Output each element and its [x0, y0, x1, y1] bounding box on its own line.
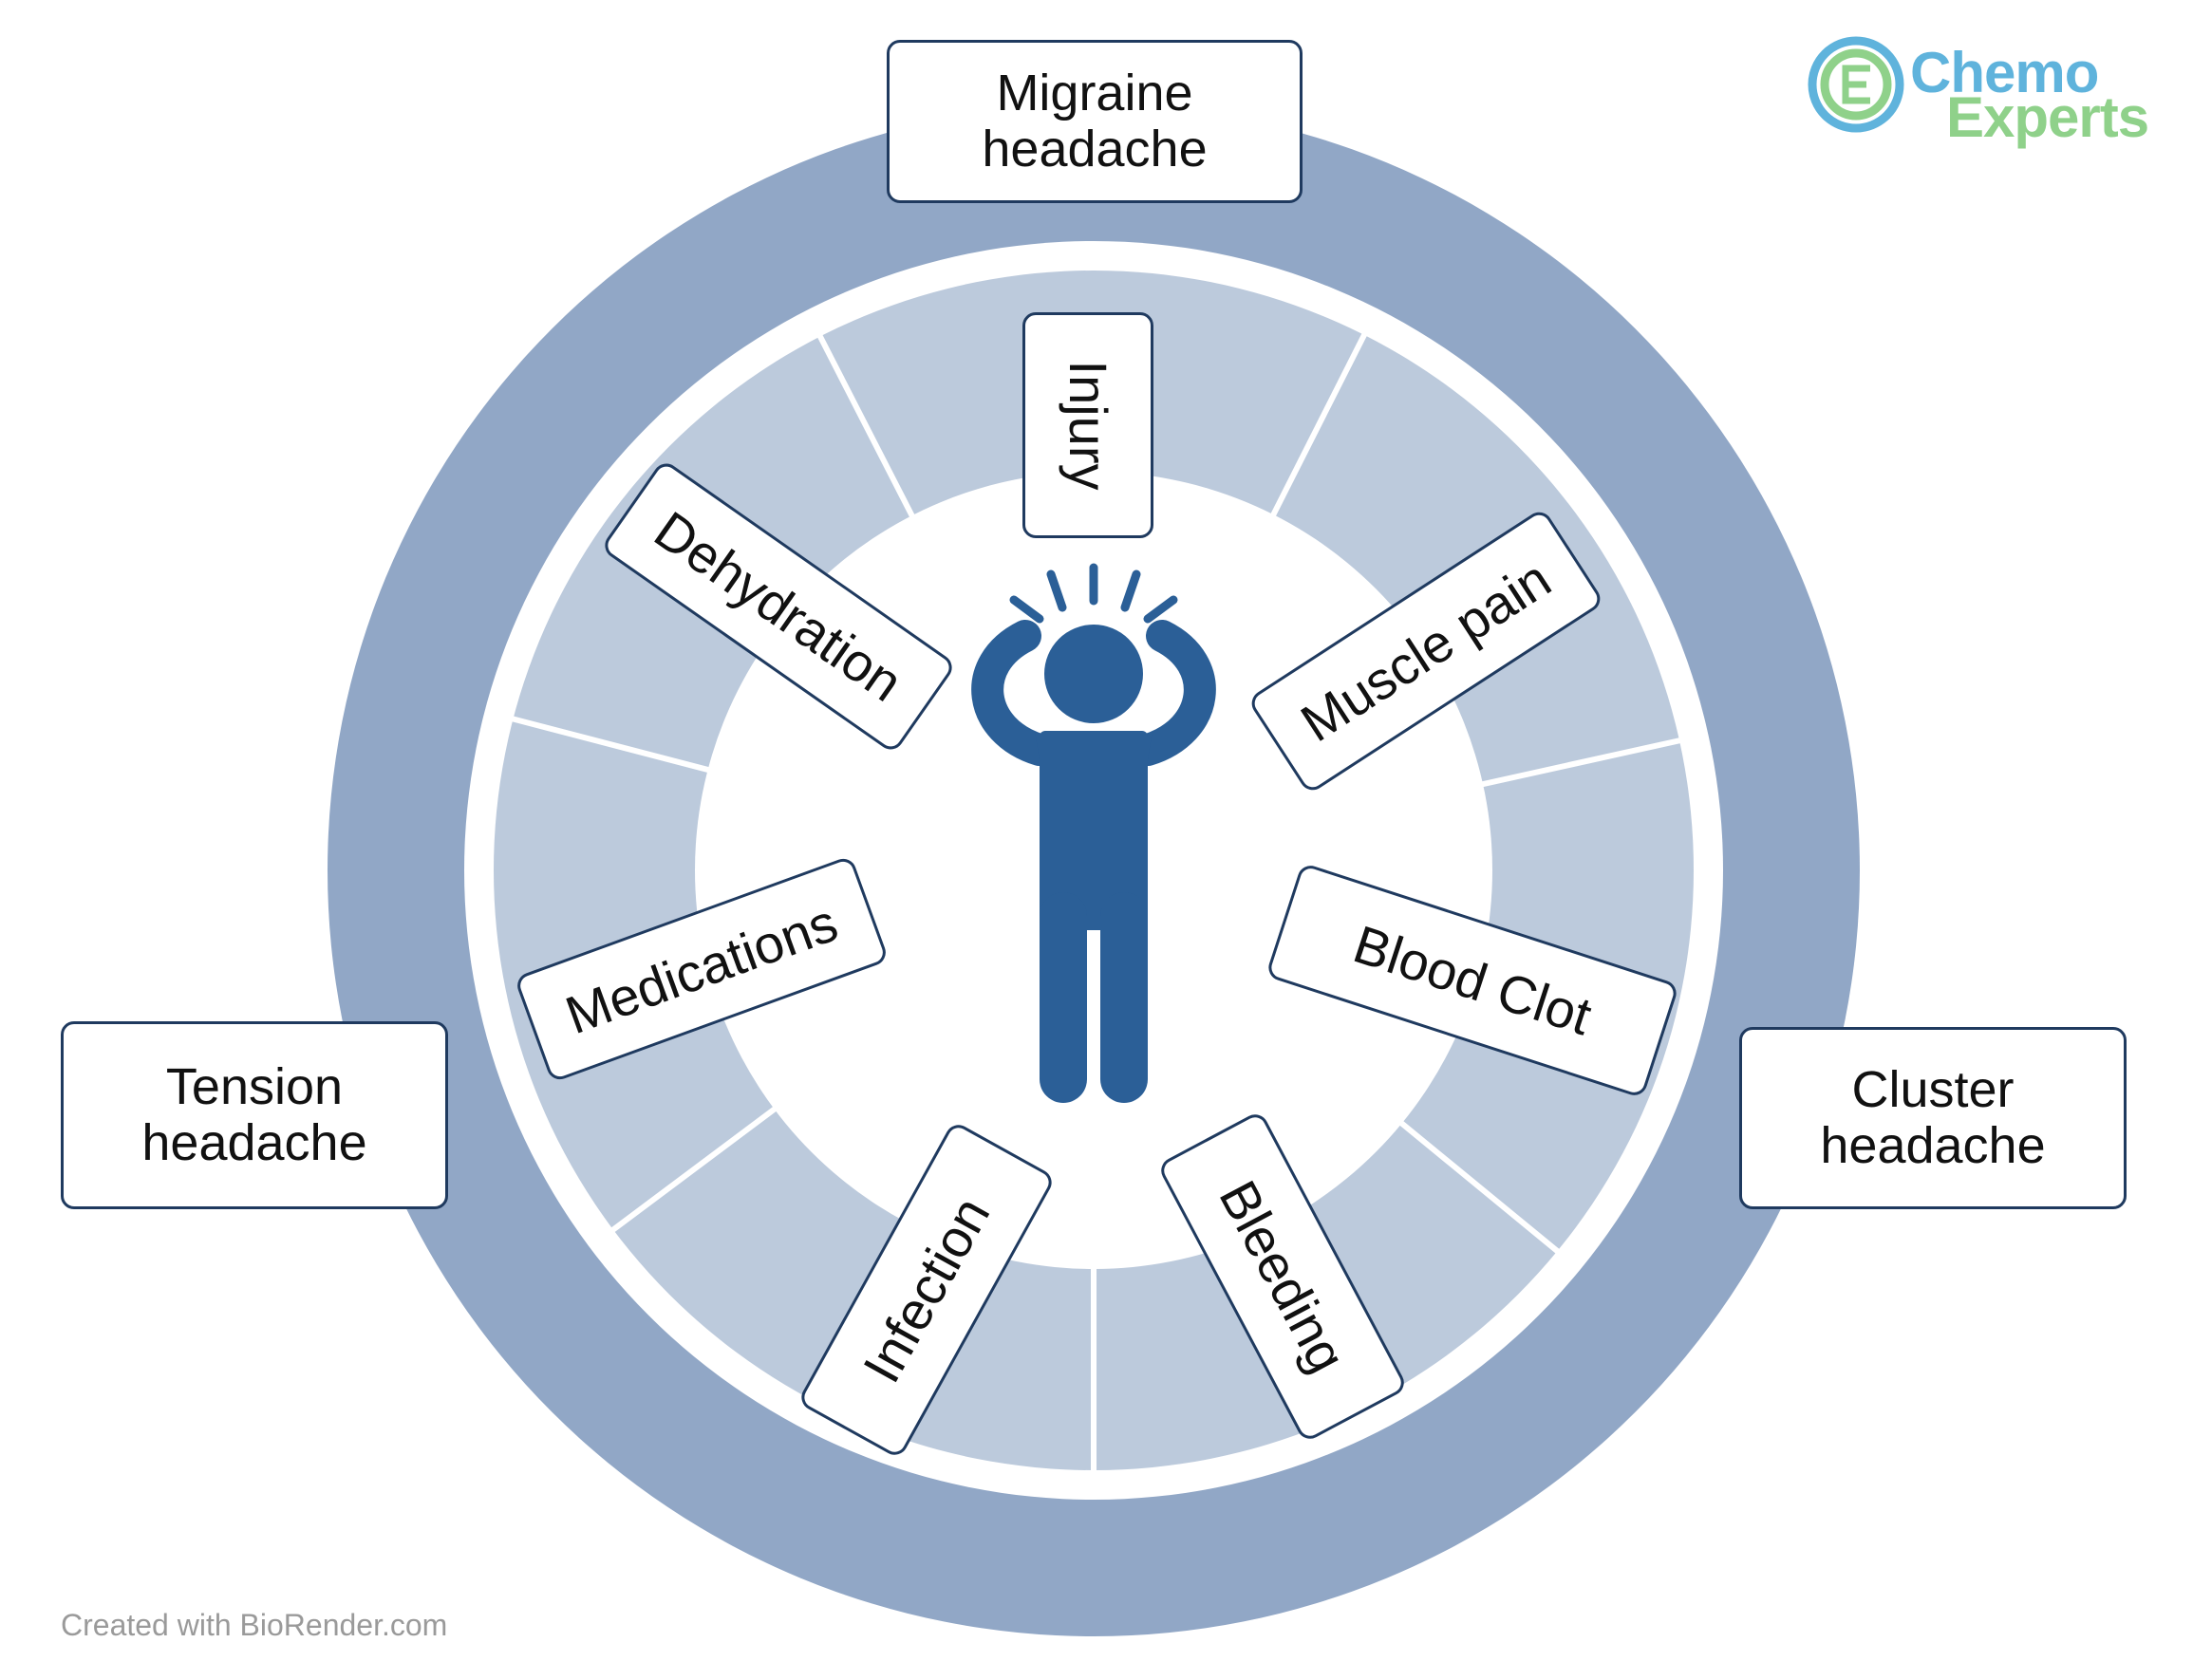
logo-text-experts: Experts: [1946, 85, 2149, 149]
logo-text-chemo: Chemo: [1910, 41, 2099, 104]
chemo-experts-logo-icon: [1808, 36, 1904, 133]
cluster-headache-label: Cluster headache: [1739, 1027, 2127, 1209]
biorender-credit: Created with BioRender.com: [61, 1608, 448, 1642]
tension-headache-label: Tension headache: [61, 1021, 448, 1209]
cause-injury-label: Injury: [1022, 312, 1153, 538]
migraine-headache-label: Migraine headache: [887, 40, 1303, 203]
person-with-headache-icon: [971, 563, 1216, 1103]
chemo-experts-logo: Chemo Experts: [1804, 32, 2155, 156]
